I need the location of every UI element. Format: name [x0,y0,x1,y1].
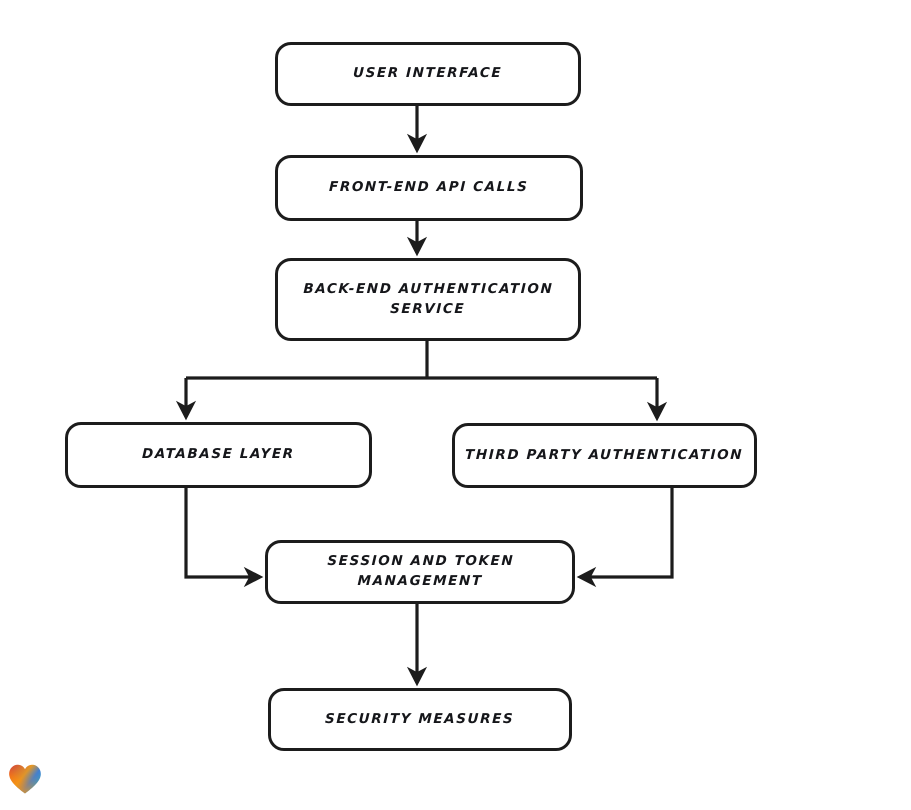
node-database-layer[interactable]: Database Layer [65,422,372,488]
node-frontend-api-label: Front-End API Calls [329,179,530,196]
node-third-party-auth[interactable]: Third Party Authentication [452,423,757,488]
node-backend-auth-label: Back-End Authentication Service [303,280,554,317]
node-session-token-label: Session and Token Management [326,553,515,589]
node-frontend-api[interactable]: Front-End API Calls [275,155,583,221]
edge-third-party-auth-to-session-token [576,488,674,588]
node-session-token[interactable]: Session and Token Management [265,540,575,604]
node-third-party-auth-label: Third Party Authentication [465,446,744,463]
edge-database-layer-to-session-token [184,488,264,588]
node-security[interactable]: Security Measures [268,688,572,751]
node-user-interface-label: User Interface [353,65,503,82]
node-database-layer-label: Database Layer [141,446,296,463]
node-user-interface[interactable]: User Interface [275,42,581,106]
node-backend-auth[interactable]: Back-End Authentication Service [275,258,581,341]
node-security-label: Security Measures [325,710,515,727]
heart-icon [9,764,41,794]
